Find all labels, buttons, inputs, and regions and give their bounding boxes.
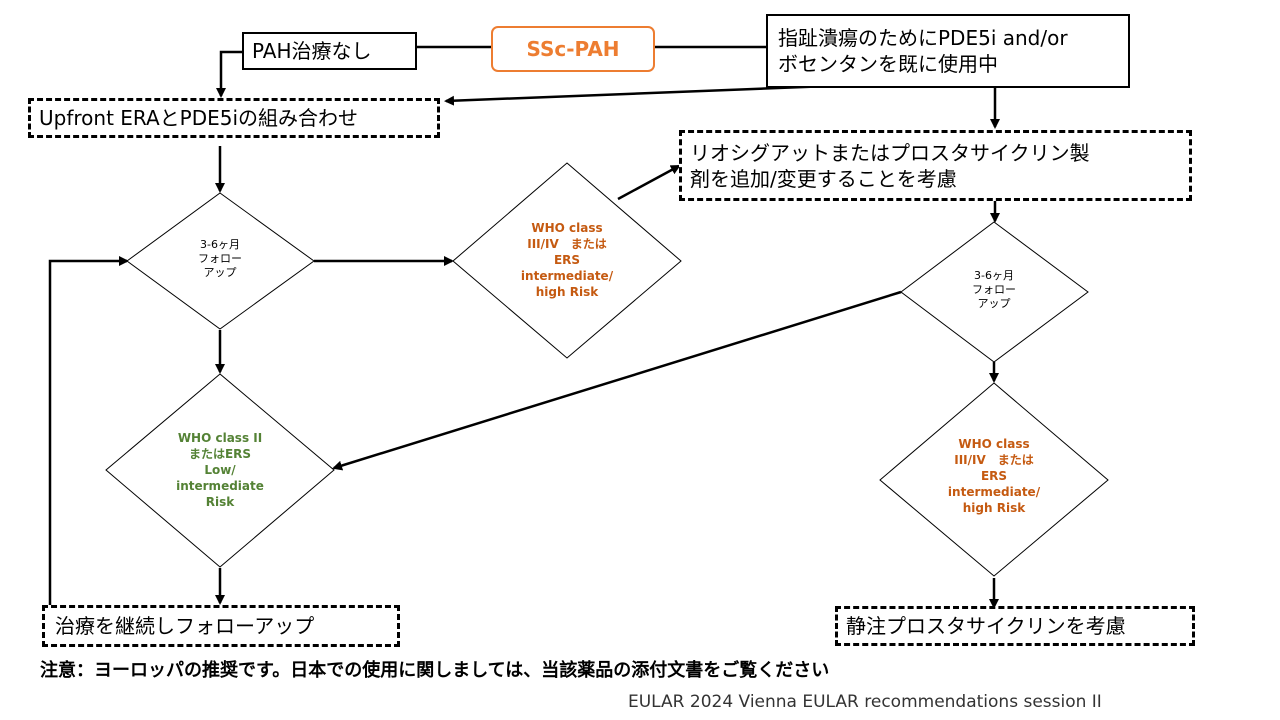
consider-add-line1: リオシグアットまたはプロスタサイクリン製 [690,140,1090,165]
diamond-high-risk-mid [452,162,682,359]
source-citation: EULAR 2024 Vienna EULAR recommendations … [628,692,1102,712]
arrow-loop-continue-to-followup-left [48,256,129,606]
high-risk-right-label: WHO class III/IV または ERS intermediate/ h… [947,437,1041,515]
consider-iv-prostacyclin-box: 静注プロスタサイクリンを考慮 [835,606,1195,646]
followup-left-label: 3-6ヶ月 フォロー アップ [198,238,242,279]
arrow-followup-right-to-low-risk [332,290,902,471]
diamond-followup-left [126,192,315,330]
usage-note: 注意：ヨーロッパの推奨です。日本での使用に関しましては、当該薬品の添付文書をご覧… [40,660,830,681]
diamond-followup-right [900,221,1089,363]
already-using-box: 指趾潰瘍のためにPDE5i and/or ボセンタンを既に使用中 [766,14,1130,88]
already-using-line1: 指趾潰瘍のためにPDE5i and/or [778,26,1068,50]
arrow-high-risk-to-consider-add [617,164,681,201]
arrow-no-treatment-to-upfront [216,50,242,98]
arrow-already-using-to-upfront [444,84,831,106]
ssc-pah-root-box: SSc-PAH [491,26,655,72]
diamond-low-risk [105,373,335,568]
high-risk-mid-label: WHO class III/IV または ERS intermediate/ h… [520,221,614,299]
upfront-combination-box: Upfront ERAとPDE5iの組み合わせ [28,98,440,138]
already-using-line2: ボセンタンを既に使用中 [778,52,998,76]
no-treatment-box: PAH治療なし [242,32,417,70]
diamond-high-risk-right [879,382,1109,577]
consider-add-change-box: リオシグアットまたはプロスタサイクリン製 剤を追加/変更することを考慮 [679,130,1192,201]
continue-followup-box: 治療を継続しフォローアップ [42,605,400,647]
consider-add-line2: 剤を追加/変更することを考慮 [690,166,957,191]
low-risk-label: WHO class II またはERS Low/ intermediate Ri… [176,431,264,509]
followup-right-label: 3-6ヶ月 フォロー アップ [972,269,1016,310]
